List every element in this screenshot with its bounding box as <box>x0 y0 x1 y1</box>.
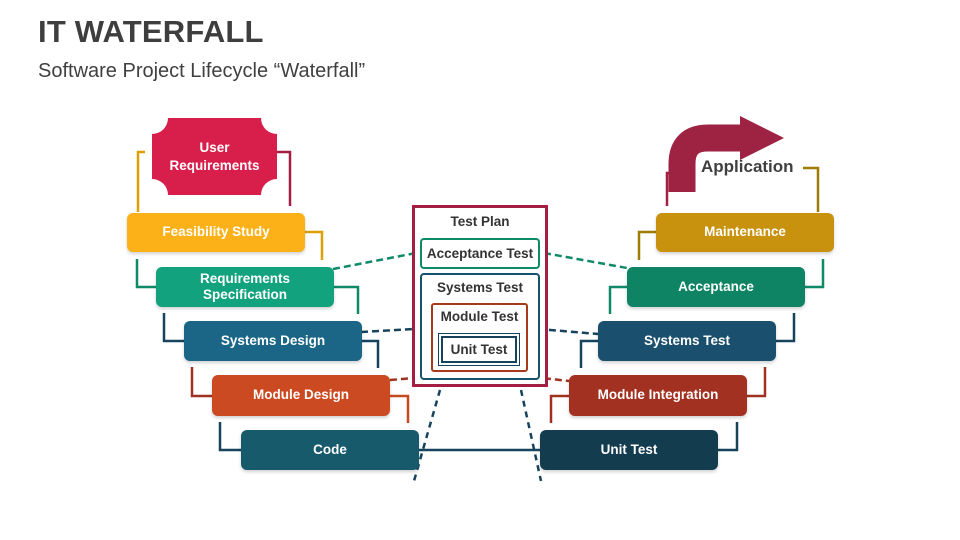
plaque-shape-icon <box>152 118 277 195</box>
shape-module-integration: Module Integration <box>569 375 747 416</box>
shape-unit-test: Unit Test <box>540 430 718 470</box>
systems-test-box: Systems Test Module Test Unit Test <box>420 273 540 380</box>
shape-systems-test: Systems Test <box>598 321 776 361</box>
shape-systems-design: Systems Design <box>184 321 362 361</box>
shape-code: Code <box>241 430 419 470</box>
module-test-label: Module Test <box>440 309 519 324</box>
user-requirements-plaque: User Requirements <box>152 118 277 195</box>
module-test-box: Module Test Unit Test <box>431 303 528 372</box>
test-plan-container: Test Plan Acceptance Test Systems Test M… <box>412 205 548 387</box>
shape-module-design: Module Design <box>212 375 390 416</box>
shape-maintenance: Maintenance <box>656 213 834 252</box>
application-label: Application <box>701 157 794 176</box>
page-title: IT WATERFALL <box>38 14 264 49</box>
unit-test-box: Unit Test <box>438 333 520 366</box>
user-requirements-label: User Requirements <box>169 139 260 173</box>
systems-test-label: Systems Test <box>436 280 524 295</box>
shape-acceptance: Acceptance <box>627 267 805 307</box>
page-subtitle: Software Project Lifecycle “Waterfall” <box>38 60 366 82</box>
shape-requirements-specification: Requirements Specification <box>156 267 334 307</box>
application-curved-arrow-icon <box>668 116 784 192</box>
test-plan-title: Test Plan <box>450 214 510 229</box>
shape-feasibility-study: Feasibility Study <box>127 213 305 252</box>
acceptance-test-box: Acceptance Test <box>420 238 540 269</box>
unit-test-label: Unit Test <box>441 336 517 363</box>
